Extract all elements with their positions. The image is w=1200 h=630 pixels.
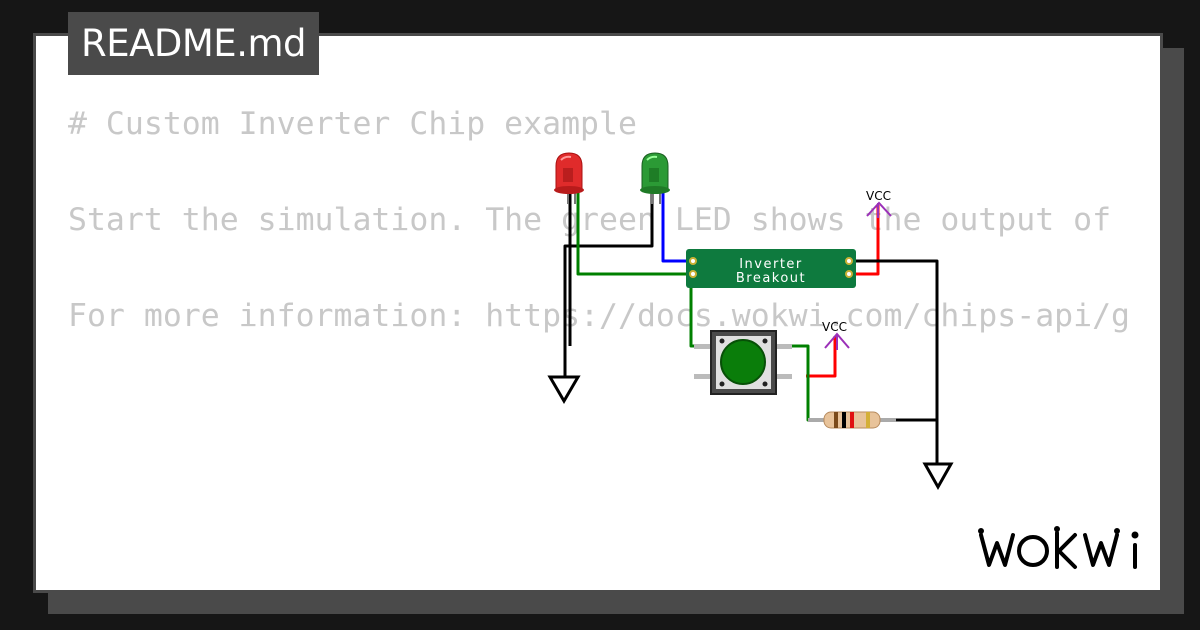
wire-green-red-led xyxy=(576,190,690,276)
wire-green-resistor xyxy=(790,344,822,422)
readme-line-more-info: For more information: https://docs.wokwi… xyxy=(68,298,1131,334)
ground-symbol-left xyxy=(547,346,581,404)
readme-card xyxy=(33,33,1163,593)
vcc-label-chip: VCC xyxy=(866,189,891,203)
red-led[interactable] xyxy=(554,152,584,204)
wokwi-logo xyxy=(978,526,1139,569)
inverter-breakout-chip[interactable]: Inverter Breakout xyxy=(686,249,856,288)
wire-red-chip xyxy=(852,205,880,276)
vcc-symbol-chip xyxy=(866,201,892,218)
readme-tab[interactable]: README.md xyxy=(68,12,319,75)
pushbutton[interactable] xyxy=(694,330,792,395)
wire-black-chip xyxy=(852,259,939,466)
ground-symbol-right xyxy=(922,462,954,491)
chip-label-line2: Breakout xyxy=(736,271,806,286)
readme-line-simulation: Start the simulation. The green LED show… xyxy=(68,202,1112,238)
chip-label-line1: Inverter xyxy=(739,257,803,272)
wire-red-button xyxy=(806,336,837,378)
wire-blue xyxy=(661,190,690,263)
readme-heading: # Custom Inverter Chip example xyxy=(68,106,637,142)
green-led[interactable] xyxy=(640,152,670,204)
vcc-label-button: VCC xyxy=(822,320,847,334)
resistor[interactable] xyxy=(808,411,896,429)
vcc-symbol-button xyxy=(824,332,850,350)
wire-black-green-led xyxy=(563,190,654,346)
